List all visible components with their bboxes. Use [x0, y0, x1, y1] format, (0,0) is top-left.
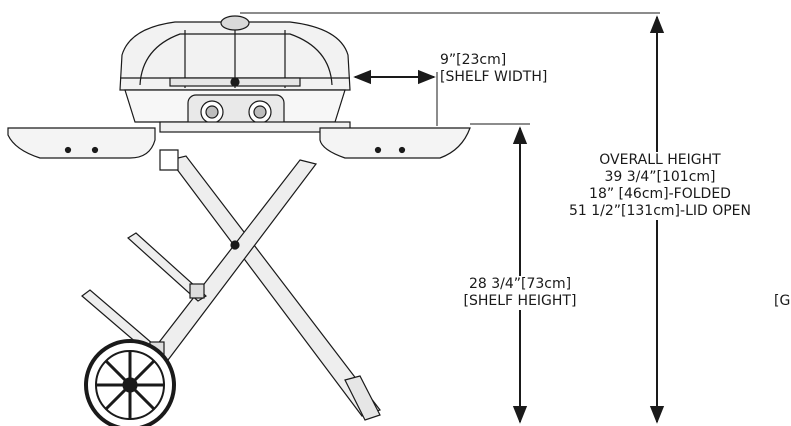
grill-illustration	[7, 15, 471, 426]
overall-height-caption: OVERALL HEIGHT	[599, 152, 721, 168]
shelf-height-value: 28 3/4”[73cm]	[468, 276, 572, 292]
folded-height-value: 18” [46cm]-FOLDED	[589, 186, 731, 202]
shelf-height-caption: [SHELF HEIGHT]	[463, 293, 577, 309]
shelf-width-value: 9”[23cm]	[440, 52, 507, 68]
overall-height-value: 39 3/4”[101cm]	[604, 169, 716, 185]
cropped-label: [G	[774, 293, 791, 309]
overall-height-dimension-label: OVERALL HEIGHT 39 3/4”[101cm] 18” [46cm]…	[560, 152, 760, 220]
lid-open-height-value: 51 1/2”[131cm]-LID OPEN	[568, 203, 752, 219]
shelf-width-dimension-label: 9”[23cm] [SHELF WIDTH]	[440, 52, 547, 86]
shelf-width-caption: [SHELF WIDTH]	[440, 69, 548, 85]
shelf-height-dimension-label: 28 3/4”[73cm] [SHELF HEIGHT]	[430, 276, 610, 310]
